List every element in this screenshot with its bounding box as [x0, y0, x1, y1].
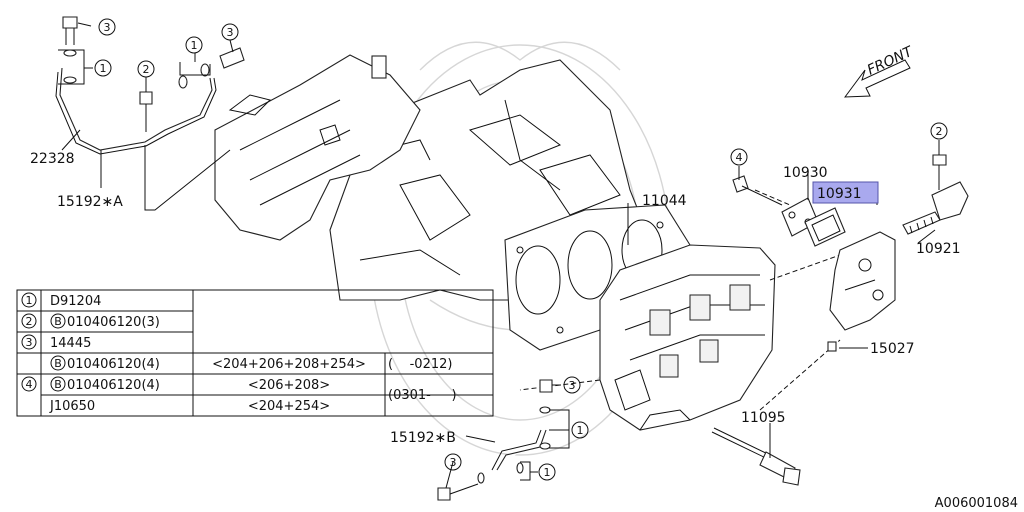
legend-row-2: 2 B 010406120(3) [21, 313, 160, 330]
svg-text:<204+254>: <204+254> [248, 399, 330, 414]
bolt-2-right [932, 154, 947, 190]
svg-text:1: 1 [191, 39, 198, 52]
svg-text:<204+206+208+254>: <204+206+208+254> [212, 357, 366, 372]
callout-right-bolt4: 4 [730, 148, 748, 166]
stud-2-mid [139, 91, 153, 132]
callout-bottom-bolt3-right: 3 [563, 376, 581, 394]
legend-row-5: B 010406120(4) <206+208> (0301- ) [50, 376, 457, 403]
legend-row-4: 4 B 010406120(4) <204+206+208+254> ( -02… [21, 355, 452, 392]
part-label-15027[interactable]: 15027 [870, 341, 915, 357]
part-label-22328[interactable]: 22328 [30, 151, 75, 167]
svg-text:( -0212): ( -0212) [388, 357, 452, 372]
svg-text:1: 1 [26, 294, 33, 307]
svg-text:010406120(4): 010406120(4) [67, 378, 160, 393]
part-label-10931-highlight [812, 181, 879, 204]
svg-text:010406120(3): 010406120(3) [67, 315, 160, 330]
svg-text:3: 3 [104, 21, 111, 34]
svg-text:1: 1 [100, 62, 107, 75]
callout-bottom-washers-right: 1 [571, 421, 589, 439]
part-label-10930[interactable]: 10930 [783, 165, 828, 181]
image-code: A006001084 [935, 496, 1018, 511]
callout-mid-bolt: 3 [221, 23, 239, 41]
part-label-15192a[interactable]: 15192∗A [57, 194, 123, 210]
svg-text:4: 4 [26, 378, 33, 391]
callout-top-washers: 1 [94, 59, 112, 77]
front-arrow-icon [843, 59, 911, 98]
oil-passage-bracket [829, 231, 896, 331]
part-label-11095[interactable]: 11095 [741, 410, 786, 426]
svg-text:D91204: D91204 [50, 294, 101, 309]
svg-text:(0301- ): (0301- ) [388, 388, 457, 403]
part-label-10931[interactable]: 10931 [817, 186, 862, 202]
callout-bottom-washers-bottom: 1 [538, 463, 556, 481]
callout-top-bolt: 3 [98, 18, 116, 36]
svg-text:B: B [54, 315, 62, 328]
svg-text:B: B [54, 378, 62, 391]
svg-text:3: 3 [227, 26, 234, 39]
svg-text:3: 3 [569, 379, 576, 392]
banjo-bolt-mid [178, 47, 245, 89]
svg-text:010406120(4): 010406120(4) [67, 357, 160, 372]
head-bolt-11095 [711, 427, 801, 486]
intake-manifold [214, 54, 421, 241]
part-label-10921[interactable]: 10921 [916, 241, 961, 257]
front-label: FRONT [865, 43, 916, 78]
svg-text:2: 2 [143, 63, 150, 76]
oil-control-valve-10921 [902, 181, 969, 235]
svg-text:2: 2 [936, 125, 943, 138]
legend-row-1: 1 D91204 [21, 292, 101, 309]
svg-text:3: 3 [26, 336, 33, 349]
svg-text:4: 4 [736, 151, 743, 164]
svg-text:2: 2 [26, 315, 33, 328]
callout-mid-washers: 1 [185, 36, 203, 54]
legend-row-6: J10650 <204+254> [49, 399, 330, 414]
legend-table: 1 D91204 2 B 010406120(3) 3 14445 4 B 01… [16, 289, 494, 417]
svg-text:14445: 14445 [50, 336, 91, 351]
bolt-4 [732, 175, 783, 206]
leader-lines [58, 22, 940, 489]
svg-text:1: 1 [544, 466, 551, 479]
svg-text:B: B [54, 357, 62, 370]
callout-mid-stud: 2 [137, 60, 155, 78]
cylinder-head [599, 244, 776, 431]
gasket-10931 [804, 207, 846, 247]
callout-right-bolt2: 2 [930, 122, 948, 140]
part-label-15192b[interactable]: 15192∗B [390, 430, 456, 446]
svg-text:J10650: J10650 [49, 399, 95, 414]
plug-15027 [827, 341, 837, 352]
svg-text:3: 3 [450, 456, 457, 469]
oil-pipe-15192a [55, 67, 217, 155]
legend-row-3: 3 14445 [21, 334, 91, 351]
banjo-bolt-top [62, 16, 78, 84]
callout-bottom-bolt3-left: 3 [444, 453, 462, 471]
svg-text:<206+208>: <206+208> [248, 378, 330, 393]
oil-pipe-15192b [437, 379, 553, 501]
part-label-11044[interactable]: 11044 [642, 193, 687, 209]
svg-text:1: 1 [577, 424, 584, 437]
